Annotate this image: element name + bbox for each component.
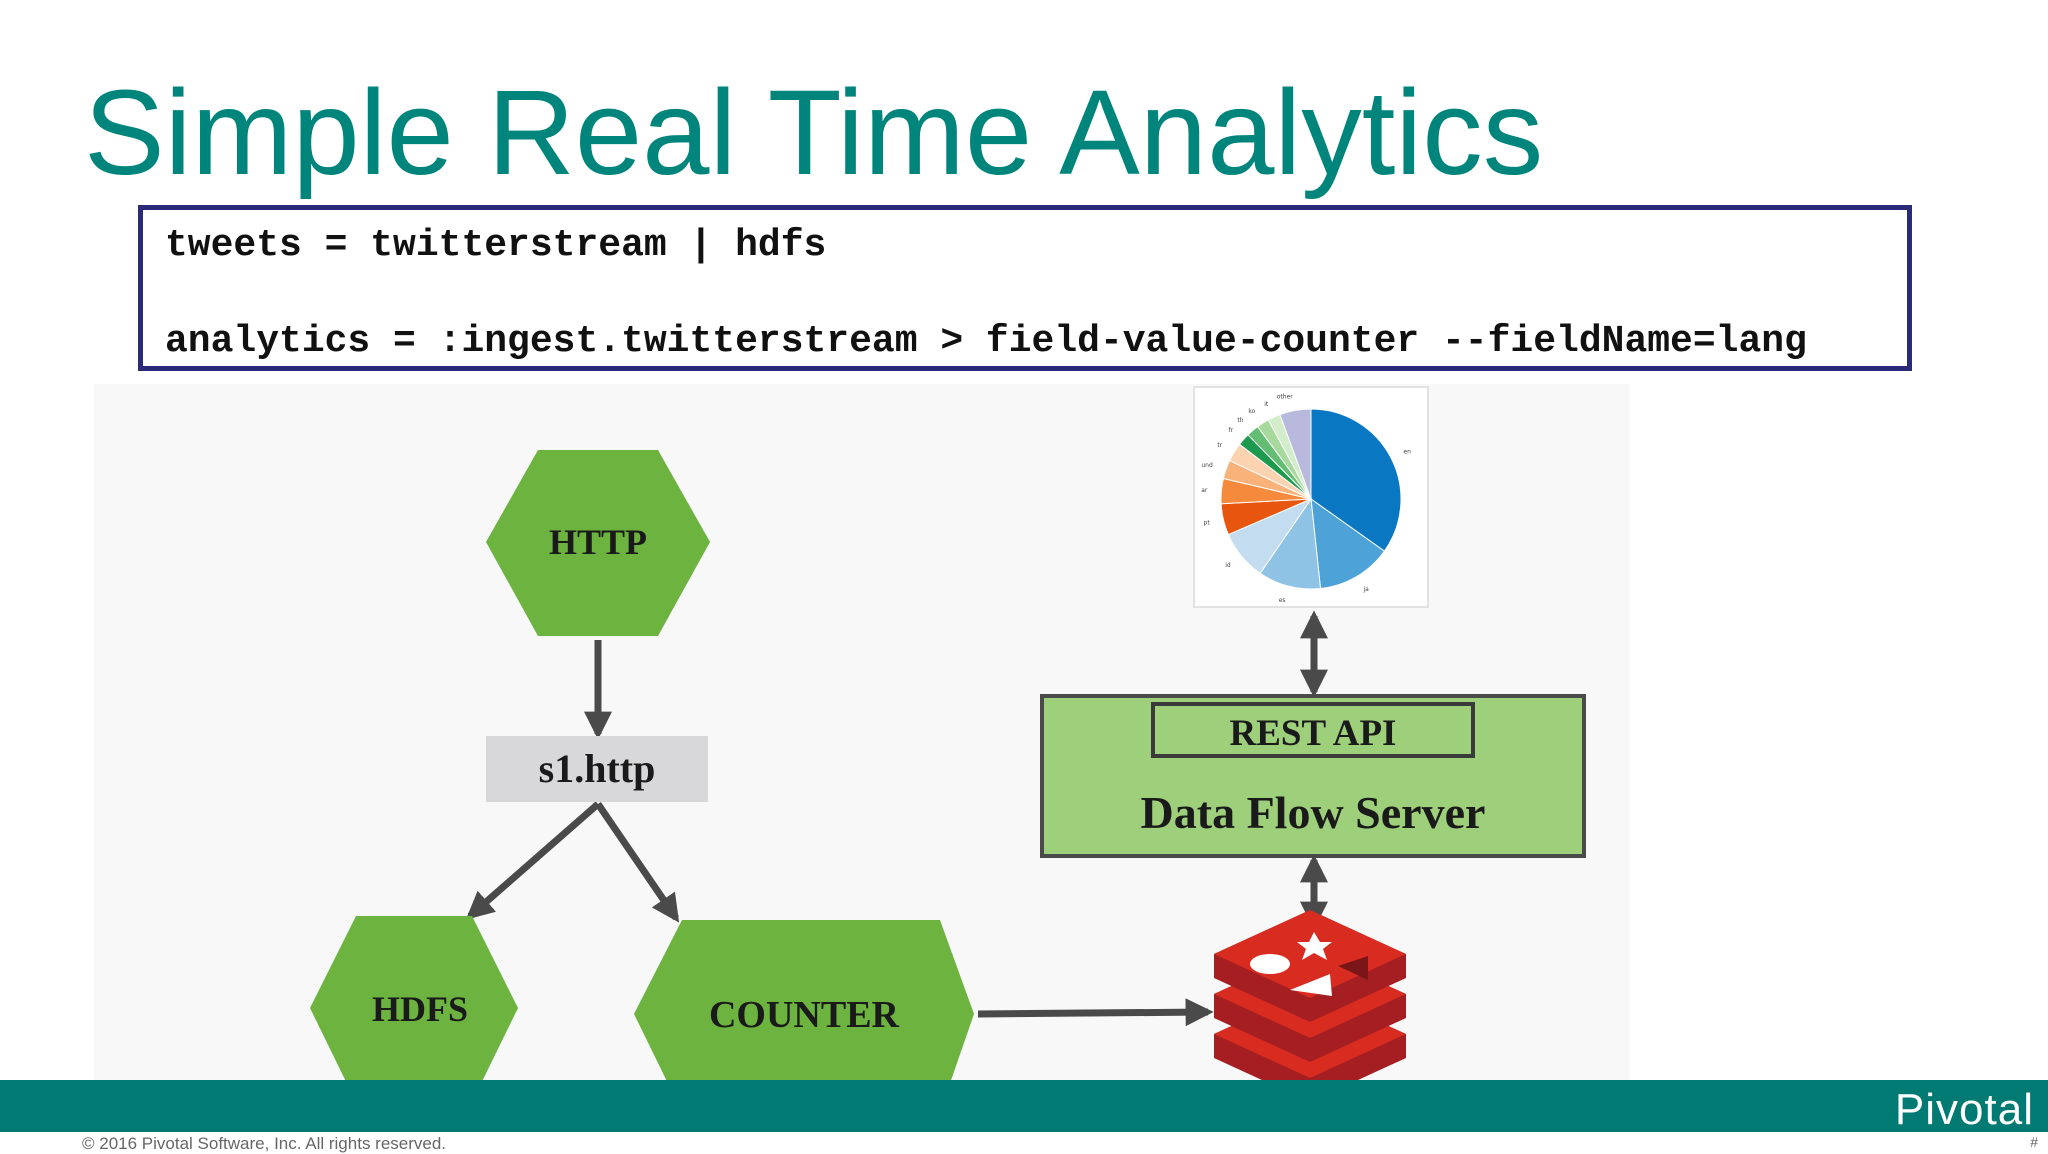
code-block: tweets = twitterstream | hdfs analytics …: [138, 205, 1912, 371]
pivotal-logo: Pivotal: [1894, 1085, 2034, 1134]
pie-label-id: id: [1225, 562, 1231, 569]
hdfs-node-label: HDFS: [372, 989, 468, 1029]
http-node: HTTP: [486, 450, 710, 636]
data-flow-server: REST API Data Flow Server: [1040, 694, 1586, 858]
pie-label-ja: ja: [1363, 586, 1370, 593]
page-number: #: [2030, 1134, 2038, 1150]
pie-label-es: es: [1279, 597, 1286, 604]
rest-api-label: REST API: [1230, 713, 1397, 754]
footer-bar: [0, 1080, 2048, 1132]
pie-slice-es: [1259, 497, 1322, 590]
pie-label-fr: fr: [1228, 427, 1233, 434]
pie-label-und: und: [1201, 462, 1213, 469]
pie-slice-other: [1279, 408, 1312, 500]
copyright-text: © 2016 Pivotal Software, Inc. All rights…: [82, 1134, 447, 1153]
pie-label-pt: pt: [1204, 520, 1211, 527]
pie-label-tr: tr: [1217, 442, 1222, 449]
pie-label-th: th: [1237, 417, 1243, 424]
channel-node-label: s1.http: [539, 746, 656, 791]
hdfs-node: HDFS: [310, 916, 518, 1080]
counter-node-label: COUNTER: [709, 994, 900, 1036]
arrow-counter-to-redis: [977, 998, 1214, 1027]
pie-label-it: it: [1264, 401, 1269, 408]
code-line-analytics: analytics = :ingest.twitterstream > fiel…: [165, 320, 1807, 363]
arrow-channel-to-hdfs: [465, 801, 601, 920]
redis-logo-icon: [1214, 910, 1406, 1080]
http-node-label: HTTP: [549, 522, 647, 562]
pie-label-en: en: [1403, 448, 1411, 455]
channel-node: s1.http: [486, 736, 708, 802]
code-line-tweets: tweets = twitterstream | hdfs: [165, 224, 827, 267]
pie-slice-ja: [1310, 497, 1386, 590]
counter-node: COUNTER: [634, 920, 974, 1080]
data-flow-server-label: Data Flow Server: [1141, 787, 1486, 838]
pie-label-ko: ko: [1248, 408, 1255, 415]
pie-slice-en: [1310, 408, 1402, 552]
pie-label-other: other: [1277, 394, 1294, 401]
pie-label-ar: ar: [1201, 487, 1208, 494]
arrow-channel-to-counter: [595, 802, 680, 923]
slide-title: Simple Real Time Analytics: [84, 64, 1544, 200]
stream-diagram: HTTP s1.http HDFS COUNTER REST API Data …: [310, 450, 1586, 1080]
